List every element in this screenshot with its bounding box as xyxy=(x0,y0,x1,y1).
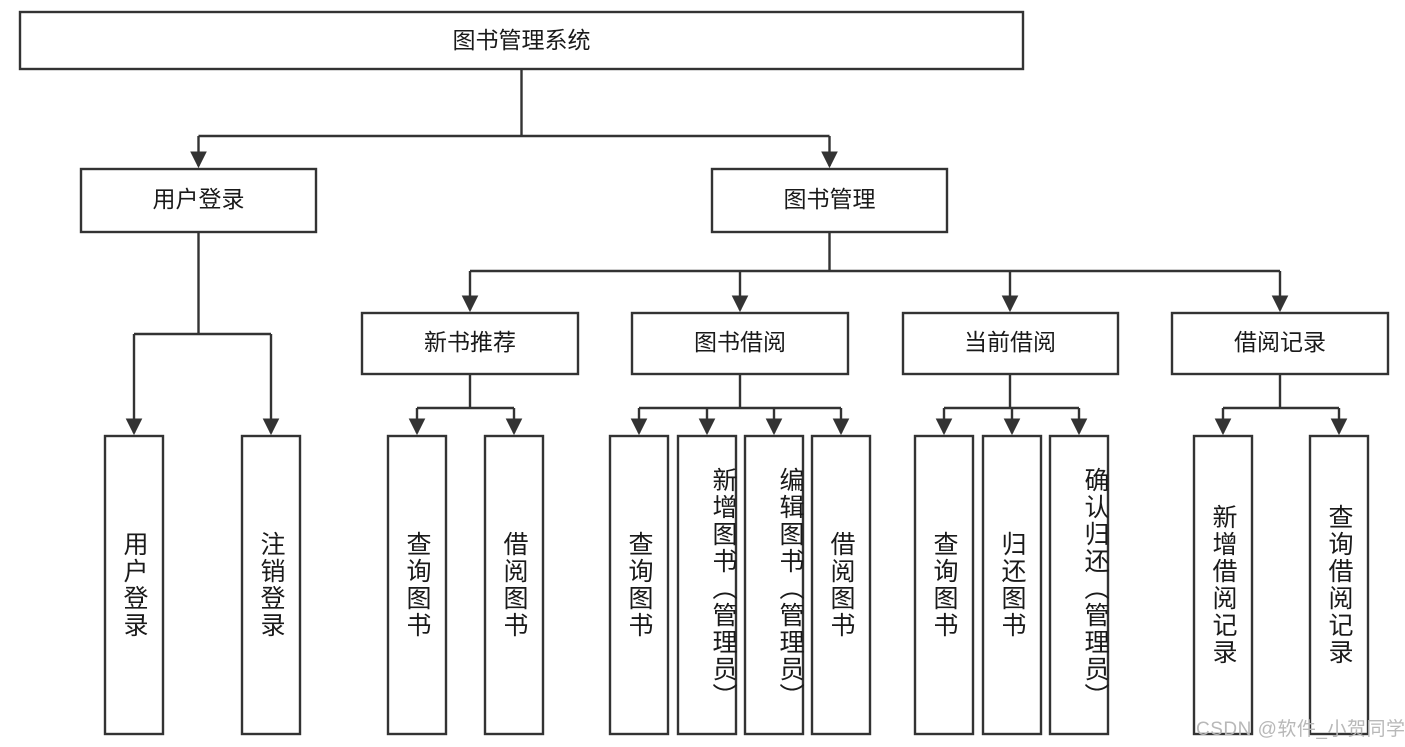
leaf-confirm-return-box[interactable] xyxy=(1048,434,1110,736)
csdn-watermark: CSDN @软件_小贺同学 xyxy=(1196,719,1405,740)
connector-group-new-book-rec xyxy=(408,374,523,436)
leaf-borrow-book-1-box[interactable] xyxy=(483,434,545,736)
node-borrow-record[interactable]: 借阅记录 xyxy=(1170,311,1390,376)
connector-group-book-manage xyxy=(461,232,1289,313)
node-book-manage-label: 图书管理 xyxy=(784,186,876,212)
leaf-boxes xyxy=(103,434,1370,736)
node-user-login-box[interactable] xyxy=(79,167,318,234)
connector-group-user-login xyxy=(125,232,280,436)
node-user-login-label: 用户登录 xyxy=(153,186,245,212)
node-current-borrow-box[interactable] xyxy=(901,311,1120,376)
leaf-add-record-box[interactable] xyxy=(1192,434,1254,736)
node-borrow-record-label: 借阅记录 xyxy=(1234,329,1326,355)
node-book-manage-box[interactable] xyxy=(710,167,949,234)
node-new-book-rec[interactable]: 新书推荐 xyxy=(360,311,580,376)
leaf-query-record-box[interactable] xyxy=(1308,434,1370,736)
leaf-return-book-box[interactable] xyxy=(981,434,1043,736)
node-book-borrow[interactable]: 图书借阅 xyxy=(630,311,850,376)
leaf-query-book-3-box[interactable] xyxy=(913,434,975,736)
node-user-login[interactable]: 用户登录 xyxy=(79,167,318,234)
connector-group-book-borrow xyxy=(630,374,850,436)
leaf-query-book-2-box[interactable] xyxy=(608,434,670,736)
node-borrow-record-box[interactable] xyxy=(1170,311,1390,376)
leaf-add-book-box[interactable] xyxy=(676,434,738,736)
node-new-book-rec-box[interactable] xyxy=(360,311,580,376)
node-root[interactable]: 图书管理系统 xyxy=(18,10,1025,71)
leaf-edit-book-box[interactable] xyxy=(743,434,805,736)
leaf-query-book-1-box[interactable] xyxy=(386,434,448,736)
node-current-borrow-label: 当前借阅 xyxy=(964,329,1056,355)
node-new-book-rec-label: 新书推荐 xyxy=(424,329,516,355)
node-root-label: 图书管理系统 xyxy=(453,27,591,53)
node-book-manage[interactable]: 图书管理 xyxy=(710,167,949,234)
node-current-borrow[interactable]: 当前借阅 xyxy=(901,311,1120,376)
node-book-borrow-box[interactable] xyxy=(630,311,850,376)
node-book-borrow-label: 图书借阅 xyxy=(694,329,786,355)
node-root-box[interactable] xyxy=(18,10,1025,71)
leaf-user-login-box[interactable] xyxy=(103,434,165,736)
connector-group-current-borrow xyxy=(935,374,1088,436)
leaf-borrow-book-2-box[interactable] xyxy=(810,434,872,736)
connector-group-borrow-record xyxy=(1214,374,1348,436)
leaf-logout-box[interactable] xyxy=(240,434,302,736)
connector-group-root xyxy=(190,69,838,169)
